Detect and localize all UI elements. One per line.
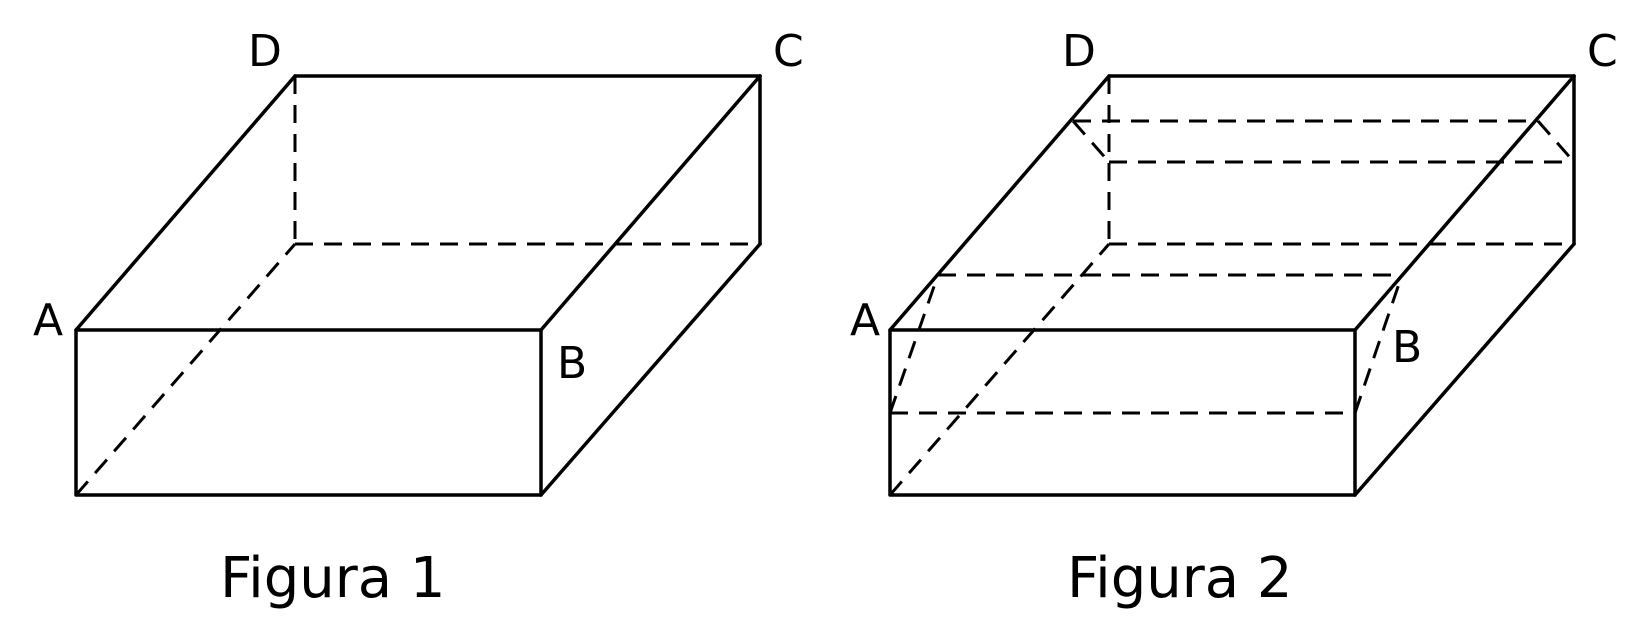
figure-1-front-face [74, 328, 543, 497]
figure-1-box-hidden-edges [74, 76, 760, 496]
figure-1-hidden-edge-bottom-left [74, 243, 297, 496]
figure-1-edge-a-d [74, 74, 297, 332]
figure-2-right-fold-segment [1353, 274, 1404, 414]
figure-1-vertex-b-label: B [557, 338, 587, 389]
figure-2-edge-b-c [1353, 74, 1576, 332]
figure-2-caption: Figura 2 [1067, 546, 1293, 611]
figure-2-vertex-b-label: B [1392, 322, 1422, 373]
figure-2-back-fold-left-corner [1071, 120, 1111, 163]
figure-2: D C A B Figura 2 [850, 26, 1618, 611]
figure-1: D C A B Figura 1 [33, 26, 804, 611]
figure-2-vertex-c-label: C [1587, 26, 1618, 77]
figure-1-vertex-a-label: A [33, 295, 63, 346]
figure-1-vertex-c-label: C [773, 26, 804, 77]
figure-2-hidden-edge-bottom-left [888, 243, 1111, 496]
figure-2-vertex-a-label: A [850, 295, 880, 346]
figure-2-box-hidden-edges [888, 76, 1574, 496]
figure-2-edge-a-d [888, 74, 1111, 332]
figure-1-edge-b-c [539, 74, 762, 332]
figure-2-back-fold-right-corner [1536, 120, 1576, 163]
figure-2-vertex-d-label: D [1062, 26, 1096, 77]
figure-1-box-solid-edges [74, 74, 762, 497]
figure-1-vertex-d-label: D [248, 26, 282, 77]
figure-2-left-fold-segment [888, 274, 940, 414]
figure-1-caption: Figura 1 [220, 546, 446, 611]
figure-1-edge-bottom-right [539, 242, 762, 497]
figure-2-edge-bottom-right [1353, 242, 1576, 497]
figure-2-fold-lines [888, 119, 1576, 415]
figure-2-box-solid-edges [888, 74, 1576, 497]
